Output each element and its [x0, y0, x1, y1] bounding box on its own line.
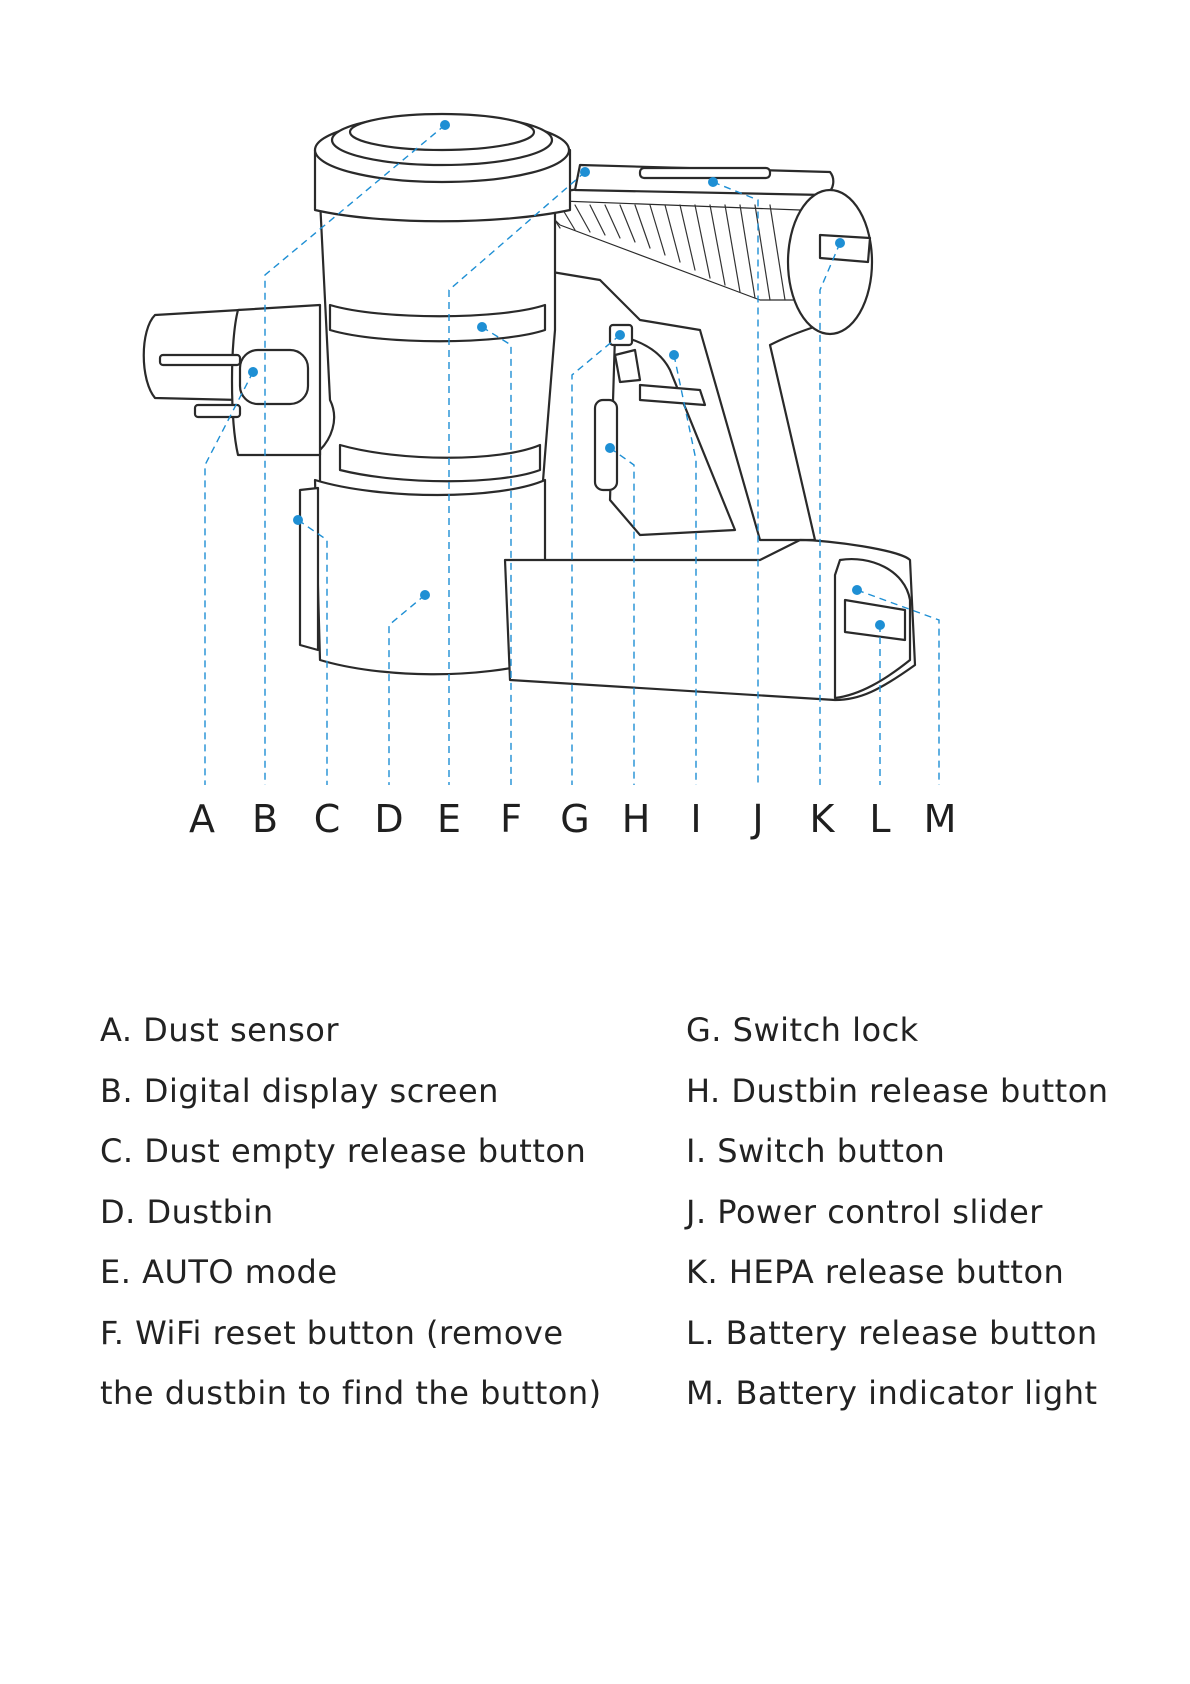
dot-d [420, 590, 430, 600]
legend-item-h: H. Dustbin release button [686, 1071, 1109, 1110]
letter-k: K [810, 797, 836, 841]
leader-m [856, 589, 940, 785]
letter-f: F [500, 797, 522, 841]
dot-l [875, 620, 885, 630]
legend-item-k: K. HEPA release button [686, 1253, 1065, 1291]
legend-item-c: C. Dust empty release button [100, 1132, 587, 1170]
legend-item-b: B. Digital display screen [100, 1071, 499, 1110]
leader-d [388, 594, 426, 785]
legend-right-column: G. Switch lock H. Dustbin release button… [686, 1000, 1109, 1424]
letter-d: D [374, 797, 403, 841]
dot-j [708, 177, 718, 187]
callout-letters: A B C D E F G H I J K L M [189, 797, 956, 841]
dot-e [580, 167, 590, 177]
dot-k [835, 238, 845, 248]
leader-j [712, 181, 759, 785]
letter-m: M [924, 797, 957, 841]
legend-item-l: L. Battery release button [686, 1313, 1098, 1352]
leader-h [609, 447, 635, 785]
letter-h: H [622, 797, 651, 841]
legend-item-d: D. Dustbin [100, 1192, 274, 1231]
letter-j: J [750, 797, 763, 841]
dot-c [293, 515, 303, 525]
leader-f [481, 326, 512, 785]
legend-item-j: J. Power control slider [686, 1192, 1043, 1231]
letter-c: C [314, 797, 341, 841]
legend-item-f: F. WiFi reset button (remove [100, 1313, 564, 1352]
leader-k [819, 242, 841, 785]
dot-g [615, 330, 625, 340]
leader-e [448, 171, 586, 785]
leader-c [297, 519, 328, 785]
letter-g: G [560, 797, 589, 841]
legend-item-f-cont: the dustbin to find the button) [100, 1374, 602, 1412]
leader-a [204, 371, 254, 785]
legend-item-a: A. Dust sensor [100, 1011, 340, 1049]
letter-b: B [252, 797, 278, 841]
vacuum-outline [142, 112, 917, 702]
leader-g [571, 334, 621, 785]
dot-m [852, 585, 862, 595]
dot-f [477, 322, 487, 332]
letter-i: I [690, 797, 701, 841]
legend-item-e: E. AUTO mode [100, 1253, 338, 1291]
vacuum-diagram: A B C D E F G H I J K L M [142, 112, 956, 841]
legend-item-g: G. Switch lock [686, 1011, 919, 1049]
callout-dots [248, 120, 885, 630]
dot-i [669, 350, 679, 360]
legend-item-i: I. Switch button [686, 1132, 946, 1170]
legend-item-m: M. Battery indicator light [686, 1374, 1098, 1412]
letter-a: A [189, 797, 215, 841]
letter-e: E [437, 797, 461, 841]
vent-grille [534, 199, 801, 301]
leader-b [264, 124, 446, 785]
legend-left-column: A. Dust sensor B. Digital display screen… [100, 1000, 602, 1424]
dot-h [605, 443, 615, 453]
leader-lines [204, 124, 940, 785]
dot-b [440, 120, 450, 130]
dot-a [248, 367, 258, 377]
letter-l: L [869, 797, 890, 841]
